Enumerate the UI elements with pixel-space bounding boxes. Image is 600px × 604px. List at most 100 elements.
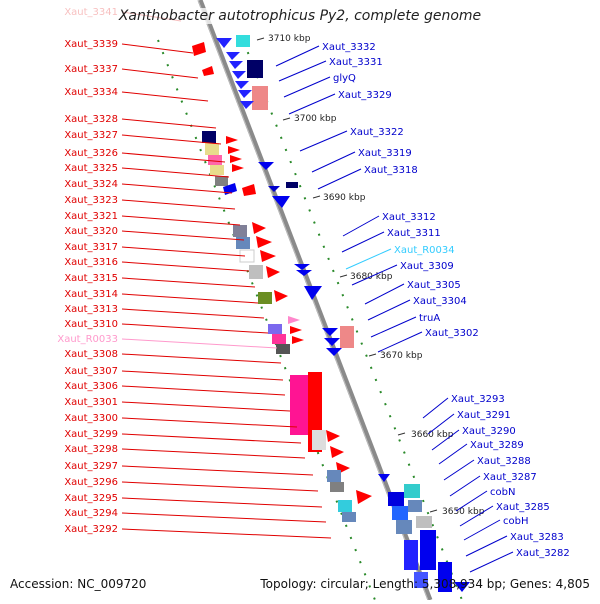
gene-label[interactable]: Xaut_3306 bbox=[64, 381, 118, 392]
gene-feature[interactable] bbox=[408, 500, 422, 512]
gene-label[interactable]: Xaut_3326 bbox=[64, 148, 118, 159]
gene-feature[interactable] bbox=[235, 81, 249, 89]
gene-label[interactable]: Xaut_3293 bbox=[451, 394, 505, 405]
gene-feature[interactable] bbox=[226, 52, 240, 60]
gene-label[interactable]: Xaut_3339 bbox=[64, 39, 118, 50]
gene-label[interactable]: Xaut_3331 bbox=[329, 57, 383, 68]
gene-feature[interactable] bbox=[252, 86, 268, 110]
gene-label[interactable]: cobH bbox=[503, 516, 528, 527]
gene-label[interactable]: Xaut_3318 bbox=[364, 165, 418, 176]
gene-feature[interactable] bbox=[290, 326, 302, 334]
gene-feature[interactable] bbox=[232, 164, 244, 172]
gene-feature[interactable] bbox=[268, 324, 282, 334]
gene-label[interactable]: Xaut_3310 bbox=[64, 319, 118, 330]
gene-feature[interactable] bbox=[292, 336, 304, 344]
gene-feature[interactable] bbox=[326, 430, 340, 442]
gene-label[interactable]: Xaut_3302 bbox=[425, 328, 479, 339]
gene-feature[interactable] bbox=[208, 155, 222, 165]
gene-feature[interactable] bbox=[266, 266, 280, 278]
gene-feature[interactable] bbox=[416, 516, 432, 528]
gene-label[interactable]: Xaut_3313 bbox=[64, 304, 118, 315]
gene-label[interactable]: Xaut_3329 bbox=[338, 90, 392, 101]
gene-label[interactable]: Xaut_3295 bbox=[64, 493, 118, 504]
gene-feature[interactable] bbox=[414, 572, 428, 588]
gene-label[interactable]: Xaut_3287 bbox=[483, 472, 537, 483]
gene-label[interactable]: Xaut_3304 bbox=[413, 296, 467, 307]
gene-feature[interactable] bbox=[420, 530, 436, 570]
gene-feature[interactable] bbox=[240, 101, 254, 109]
gene-label[interactable]: Xaut_3289 bbox=[470, 440, 524, 451]
gene-label[interactable]: Xaut_3317 bbox=[64, 242, 118, 253]
gene-label[interactable]: Xaut_3322 bbox=[350, 127, 404, 138]
gene-feature[interactable] bbox=[312, 430, 326, 450]
gene-label[interactable]: Xaut_3288 bbox=[477, 456, 531, 467]
gene-feature[interactable] bbox=[202, 131, 216, 143]
gene-label[interactable]: Xaut_3297 bbox=[64, 461, 118, 472]
gene-feature[interactable] bbox=[216, 38, 232, 48]
gene-label[interactable]: Xaut_3292 bbox=[64, 524, 118, 535]
gene-label[interactable]: glyQ bbox=[333, 73, 356, 84]
gene-feature[interactable] bbox=[247, 60, 263, 78]
gene-feature[interactable] bbox=[324, 338, 340, 346]
gene-label[interactable]: Xaut_3282 bbox=[516, 548, 570, 559]
gene-feature[interactable] bbox=[404, 484, 420, 498]
gene-feature[interactable] bbox=[272, 334, 286, 344]
gene-label[interactable]: Xaut_3332 bbox=[322, 42, 376, 53]
gene-feature[interactable] bbox=[356, 490, 372, 504]
gene-feature[interactable] bbox=[286, 182, 298, 188]
gene-feature[interactable] bbox=[210, 165, 224, 175]
gene-feature[interactable] bbox=[256, 236, 272, 248]
gene-feature[interactable] bbox=[378, 474, 390, 482]
gene-feature[interactable] bbox=[296, 270, 312, 276]
gene-label[interactable]: Xaut_R0034 bbox=[394, 245, 455, 256]
gene-label[interactable]: Xaut_3328 bbox=[64, 114, 118, 125]
gene-feature[interactable] bbox=[223, 183, 237, 195]
gene-label[interactable]: Xaut_3298 bbox=[64, 444, 118, 455]
gene-feature[interactable] bbox=[388, 492, 404, 506]
gene-feature[interactable] bbox=[392, 506, 408, 520]
gene-label[interactable]: truA bbox=[419, 313, 440, 324]
gene-label[interactable]: cobN bbox=[490, 487, 515, 498]
gene-label[interactable]: Xaut_3314 bbox=[64, 289, 118, 300]
gene-label[interactable]: Xaut_3311 bbox=[387, 228, 441, 239]
gene-feature[interactable] bbox=[396, 520, 412, 534]
gene-label[interactable]: Xaut_R0033 bbox=[57, 334, 118, 345]
gene-label[interactable]: Xaut_3283 bbox=[510, 532, 564, 543]
gene-label[interactable]: Xaut_3290 bbox=[462, 426, 516, 437]
gene-feature[interactable] bbox=[242, 184, 256, 196]
gene-label[interactable]: Xaut_3337 bbox=[64, 64, 118, 75]
gene-feature[interactable] bbox=[304, 286, 322, 300]
gene-feature[interactable] bbox=[228, 146, 240, 154]
gene-label[interactable]: Xaut_3300 bbox=[64, 413, 118, 424]
gene-label[interactable]: Xaut_3325 bbox=[64, 163, 118, 174]
gene-feature[interactable] bbox=[236, 237, 250, 249]
gene-label[interactable]: Xaut_3296 bbox=[64, 477, 118, 488]
gene-feature[interactable] bbox=[330, 446, 344, 458]
gene-feature[interactable] bbox=[258, 292, 272, 304]
gene-label[interactable]: Xaut_3324 bbox=[64, 179, 118, 190]
gene-feature[interactable] bbox=[340, 326, 354, 348]
gene-feature[interactable] bbox=[438, 562, 452, 592]
gene-feature[interactable] bbox=[330, 482, 344, 492]
gene-feature[interactable] bbox=[232, 71, 246, 79]
gene-label[interactable]: Xaut_3285 bbox=[496, 502, 550, 513]
gene-feature[interactable] bbox=[294, 264, 310, 270]
gene-label[interactable]: Xaut_3308 bbox=[64, 349, 118, 360]
gene-label[interactable]: Xaut_3309 bbox=[400, 261, 454, 272]
gene-feature[interactable] bbox=[322, 328, 338, 336]
gene-label[interactable]: Xaut_3299 bbox=[64, 429, 118, 440]
gene-feature[interactable] bbox=[274, 290, 288, 302]
gene-feature[interactable] bbox=[268, 186, 280, 192]
gene-feature[interactable] bbox=[202, 66, 214, 76]
gene-feature[interactable] bbox=[260, 250, 276, 262]
gene-label[interactable]: Xaut_3320 bbox=[64, 226, 118, 237]
gene-label[interactable]: Xaut_3307 bbox=[64, 366, 118, 377]
gene-feature[interactable] bbox=[338, 500, 352, 512]
gene-label[interactable]: Xaut_3327 bbox=[64, 130, 118, 141]
gene-label[interactable]: Xaut_3301 bbox=[64, 397, 118, 408]
gene-feature[interactable] bbox=[236, 35, 250, 47]
gene-label[interactable]: Xaut_3312 bbox=[382, 212, 436, 223]
gene-label[interactable]: Xaut_3321 bbox=[64, 211, 118, 222]
gene-feature[interactable] bbox=[233, 225, 247, 237]
